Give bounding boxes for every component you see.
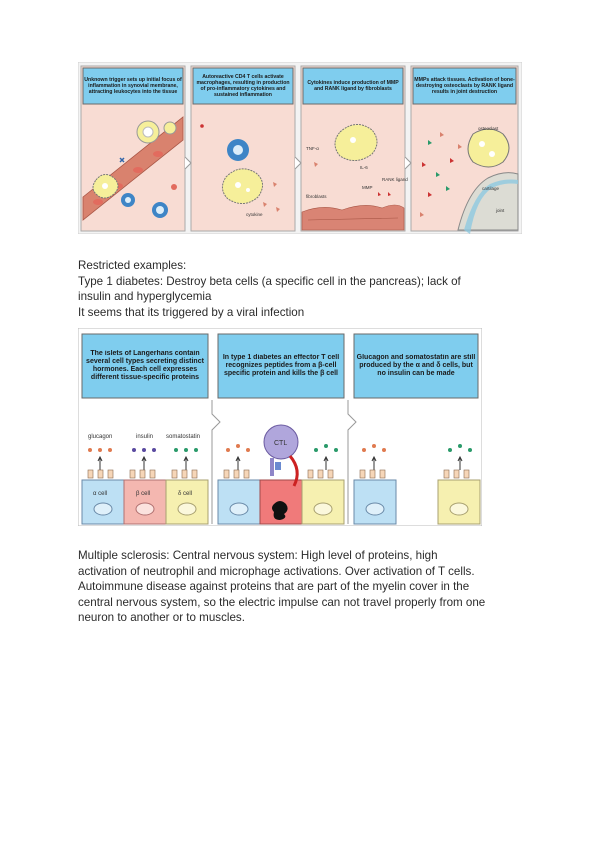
panel-a-cells: α cell β cell δ cell [81, 469, 209, 525]
panel-3-caption: Cytokines induce production of MMP and R… [307, 80, 399, 92]
label-tnf: TNF-α [306, 146, 319, 151]
caption-box-2 [192, 67, 294, 105]
panel-b-caption: In type 1 diabetes an effector T cell re… [222, 353, 340, 378]
arrow-2-3 [294, 156, 302, 170]
panel-4-illustration: osteoclast cartilage joint [420, 126, 519, 234]
figure-type1-diabetes: The islets of Langerhans contain several… [78, 328, 482, 526]
panel-3-illustration: TNF-α IL-6 MMP RANK ligand fibroblasts [301, 124, 408, 231]
label-beta-cell: β cell [136, 491, 150, 497]
paragraph-multiple-sclerosis: Multiple sclerosis: Central nervous syst… [78, 548, 528, 626]
text-line: neuron to another or to muscles. [78, 611, 245, 624]
ctl-cell [263, 424, 299, 460]
paragraph-restricted-examples: Restricted examples: Type 1 diabetes: De… [78, 258, 528, 320]
label-glucagon: glucagon [88, 434, 112, 440]
arrow-a-b [211, 400, 221, 524]
arrow-3-4 [404, 156, 412, 170]
text-line: It seems that its triggered by a viral i… [78, 305, 305, 319]
panel-a-hormones [88, 448, 198, 470]
panel-2-caption: Autoreactive CD4 T cells activate macrop… [196, 74, 290, 98]
label-alpha-cell: α cell [93, 491, 107, 497]
figure-2-svg: The islets of Langerhans contain several… [78, 328, 482, 526]
arrow-b-c [347, 400, 357, 524]
label-ctl: CTL [274, 440, 287, 447]
label-il6: IL-6 [360, 165, 368, 170]
label-cytokine: cytokine [246, 212, 263, 217]
label-joint: joint [495, 208, 505, 213]
text-line: Restricted examples: [78, 259, 187, 272]
panel-1-illustration [82, 116, 184, 221]
text-line: Multiple sclerosis: Central nervous syst… [78, 549, 438, 562]
caption-box-4 [412, 67, 517, 105]
label-mmp: MMP [362, 185, 373, 190]
text-line: Type 1 diabetes: Destroy beta cells (a s… [78, 274, 461, 288]
text-line: insulin and hyperglycemia [78, 290, 212, 303]
panel-1-caption: Unknown trigger sets up initial focus of… [84, 77, 182, 95]
panel-c-caption: Glucagon and somatostatin are still prod… [356, 353, 476, 378]
label-fibroblasts: fibroblasts [306, 194, 327, 199]
label-rank: RANK ligand [382, 177, 408, 182]
figure-1-svg: Unknown trigger sets up initial focus of… [78, 62, 522, 234]
caption-box-1 [82, 67, 184, 105]
figure-rheumatoid-arthritis: Unknown trigger sets up initial focus of… [78, 62, 522, 234]
caption-box-b [217, 333, 345, 399]
caption-box-3 [302, 67, 404, 105]
panel-a-caption: The islets of Langerhans contain several… [86, 349, 204, 382]
text-line: central nervous system, so the electric … [78, 595, 486, 609]
panel-2-illustration: cytokine [200, 124, 280, 217]
panel-4-caption: MMPs attack tissues. Activation of bone-… [414, 77, 515, 95]
label-insulin: insulin [136, 434, 153, 440]
text-line: activation of neutrophil and microphage … [78, 564, 475, 578]
label-somatostatin: somatostatin [166, 434, 200, 440]
arrow-1-2 [184, 156, 192, 170]
label-cartilage: cartilage [482, 186, 500, 191]
label-osteoclast: osteoclast [478, 126, 499, 131]
text-line: Autoimmune disease against proteins that… [78, 580, 470, 593]
label-delta-cell: δ cell [178, 491, 192, 497]
panel-b-illustration: CTL [217, 424, 345, 525]
panel-c-illustration [353, 444, 481, 525]
caption-box-c [353, 333, 479, 399]
caption-box-a [81, 333, 209, 399]
